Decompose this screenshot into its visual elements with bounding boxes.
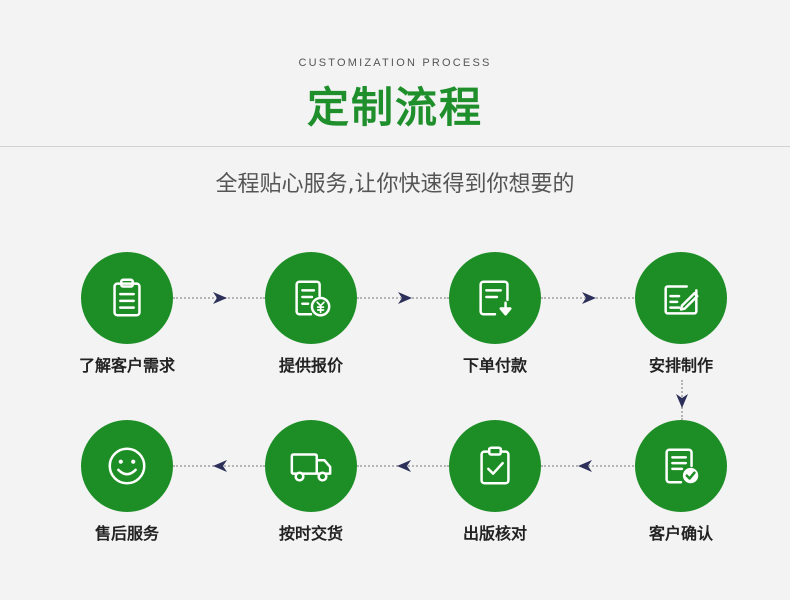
step-label: 了解客户需求	[78, 356, 175, 375]
step-label: 安排制作	[648, 356, 713, 375]
document-download-icon	[479, 280, 512, 316]
arrow-left-icon	[578, 460, 592, 472]
step-circle	[635, 420, 727, 512]
clipboard-check-icon	[480, 446, 510, 485]
step-after-sales: 售后服务	[52, 420, 202, 544]
header-divider	[0, 146, 790, 147]
step-provide-quote: 提供报价	[236, 252, 386, 376]
step-label: 售后服务	[94, 524, 159, 543]
step-arrange-production: 安排制作	[606, 252, 756, 376]
arrow-right-icon	[398, 292, 412, 304]
smiley-face-icon	[108, 447, 146, 485]
step-circle	[635, 252, 727, 344]
step-label: 下单付款	[462, 356, 527, 375]
step-customer-confirm: 客户确认	[606, 420, 756, 544]
step-label: 出版核对	[462, 524, 527, 543]
clipboard-icon	[113, 278, 141, 317]
step-understand-requirements: 了解客户需求	[52, 252, 202, 376]
arrow-left-icon	[213, 460, 227, 472]
step-circle	[265, 252, 357, 344]
edit-form-icon	[664, 285, 699, 315]
step-label: 按时交货	[278, 524, 343, 543]
step-on-time-delivery: 按时交货	[236, 420, 386, 544]
delivery-truck-icon	[290, 453, 332, 482]
step-circle	[81, 420, 173, 512]
step-circle	[449, 420, 541, 512]
page-tagline: 全程贴心服务,让你快速得到你想要的	[215, 172, 575, 197]
step-order-payment: 下单付款	[420, 252, 570, 376]
header-subtitle-en: CUSTOMIZATION PROCESS	[298, 57, 492, 69]
step-proof-check: 出版核对	[420, 420, 570, 544]
step-circle	[449, 252, 541, 344]
arrow-left-icon	[397, 460, 411, 472]
arrow-right-icon	[213, 292, 227, 304]
arrow-right-icon	[582, 292, 596, 304]
checked-document-icon	[665, 448, 699, 484]
page-title: 定制流程	[306, 83, 483, 132]
step-label: 客户确认	[648, 524, 713, 543]
step-label: 提供报价	[278, 356, 343, 375]
document-yuan-icon	[295, 280, 331, 317]
arrow-down-icon	[676, 394, 688, 408]
step-circle	[81, 252, 173, 344]
step-circle	[265, 420, 357, 512]
connector-5-6	[541, 465, 637, 467]
